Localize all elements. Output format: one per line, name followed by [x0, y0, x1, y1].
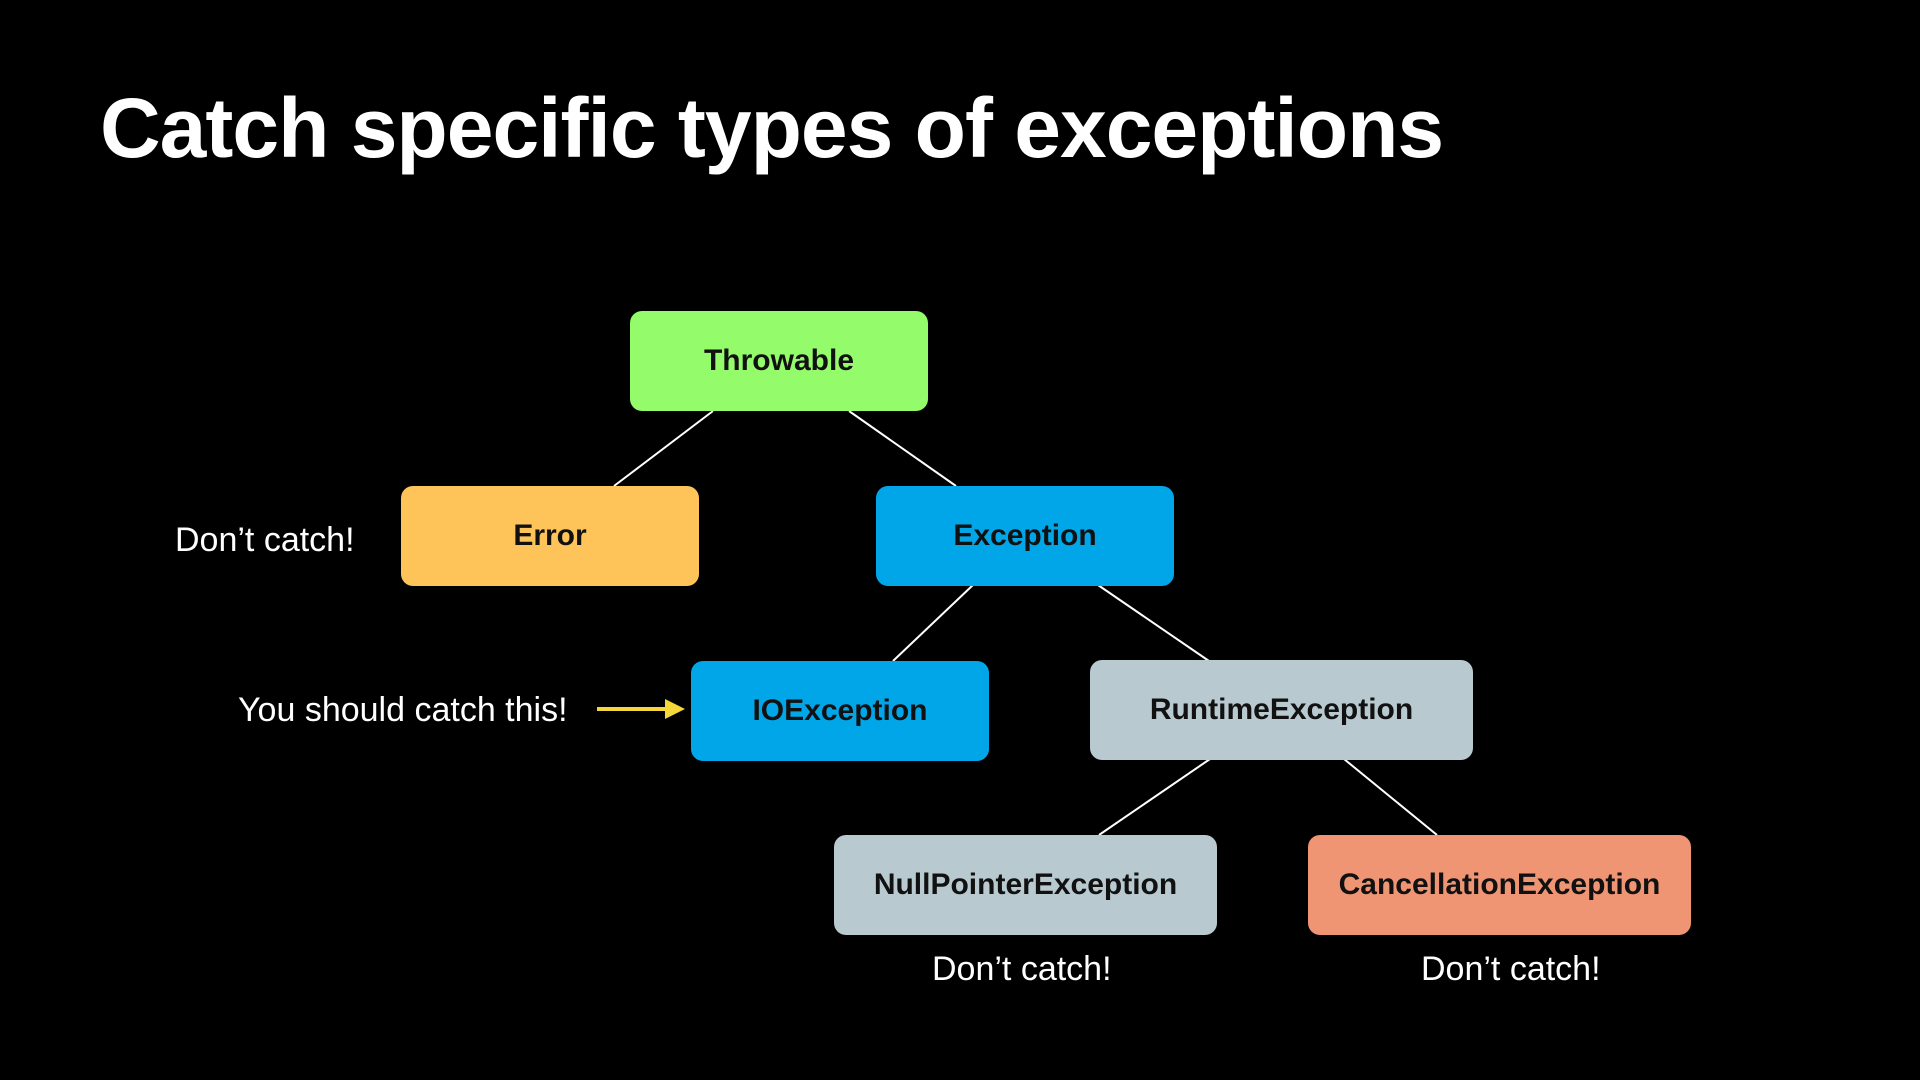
node-ioexception-label: IOException	[752, 694, 928, 727]
node-exception: Exception	[876, 486, 1174, 586]
connector-runtime-nullpointer	[1098, 758, 1211, 836]
node-runtimeexception: RuntimeException	[1090, 660, 1473, 760]
node-throwable-label: Throwable	[703, 344, 854, 377]
node-exception-label: Exception	[953, 519, 1097, 552]
node-nullpointerexception-label: NullPointerException	[873, 868, 1178, 901]
error-dont-catch-note: Don’t catch!	[175, 521, 355, 559]
node-cancellationexception-label: CancellationException	[1338, 868, 1661, 901]
node-nullpointerexception: NullPointerException	[834, 835, 1217, 935]
node-ioexception: IOException	[691, 661, 989, 761]
node-runtimeexception-label: RuntimeException	[1149, 693, 1414, 726]
connector-exception-runtimeexception	[1097, 584, 1210, 662]
node-throwable: Throwable	[630, 311, 928, 411]
connector-throwable-exception	[848, 410, 957, 487]
slide-title: Catch specific types of exceptions	[100, 81, 1444, 175]
connector-exception-ioexception	[892, 584, 974, 662]
nullpointer-dont-catch-note: Don’t catch!	[932, 950, 1112, 988]
node-error: Error	[401, 486, 699, 586]
cancellation-dont-catch-note: Don’t catch!	[1421, 950, 1601, 988]
ioexception-catch-note: You should catch this!	[238, 691, 568, 729]
arrow-head	[665, 699, 685, 719]
arrow-icon	[597, 699, 685, 719]
node-cancellationexception: CancellationException	[1308, 835, 1691, 935]
connector-throwable-error	[613, 410, 714, 487]
node-error-label: Error	[513, 519, 587, 552]
connector-runtime-cancellation	[1343, 758, 1438, 836]
